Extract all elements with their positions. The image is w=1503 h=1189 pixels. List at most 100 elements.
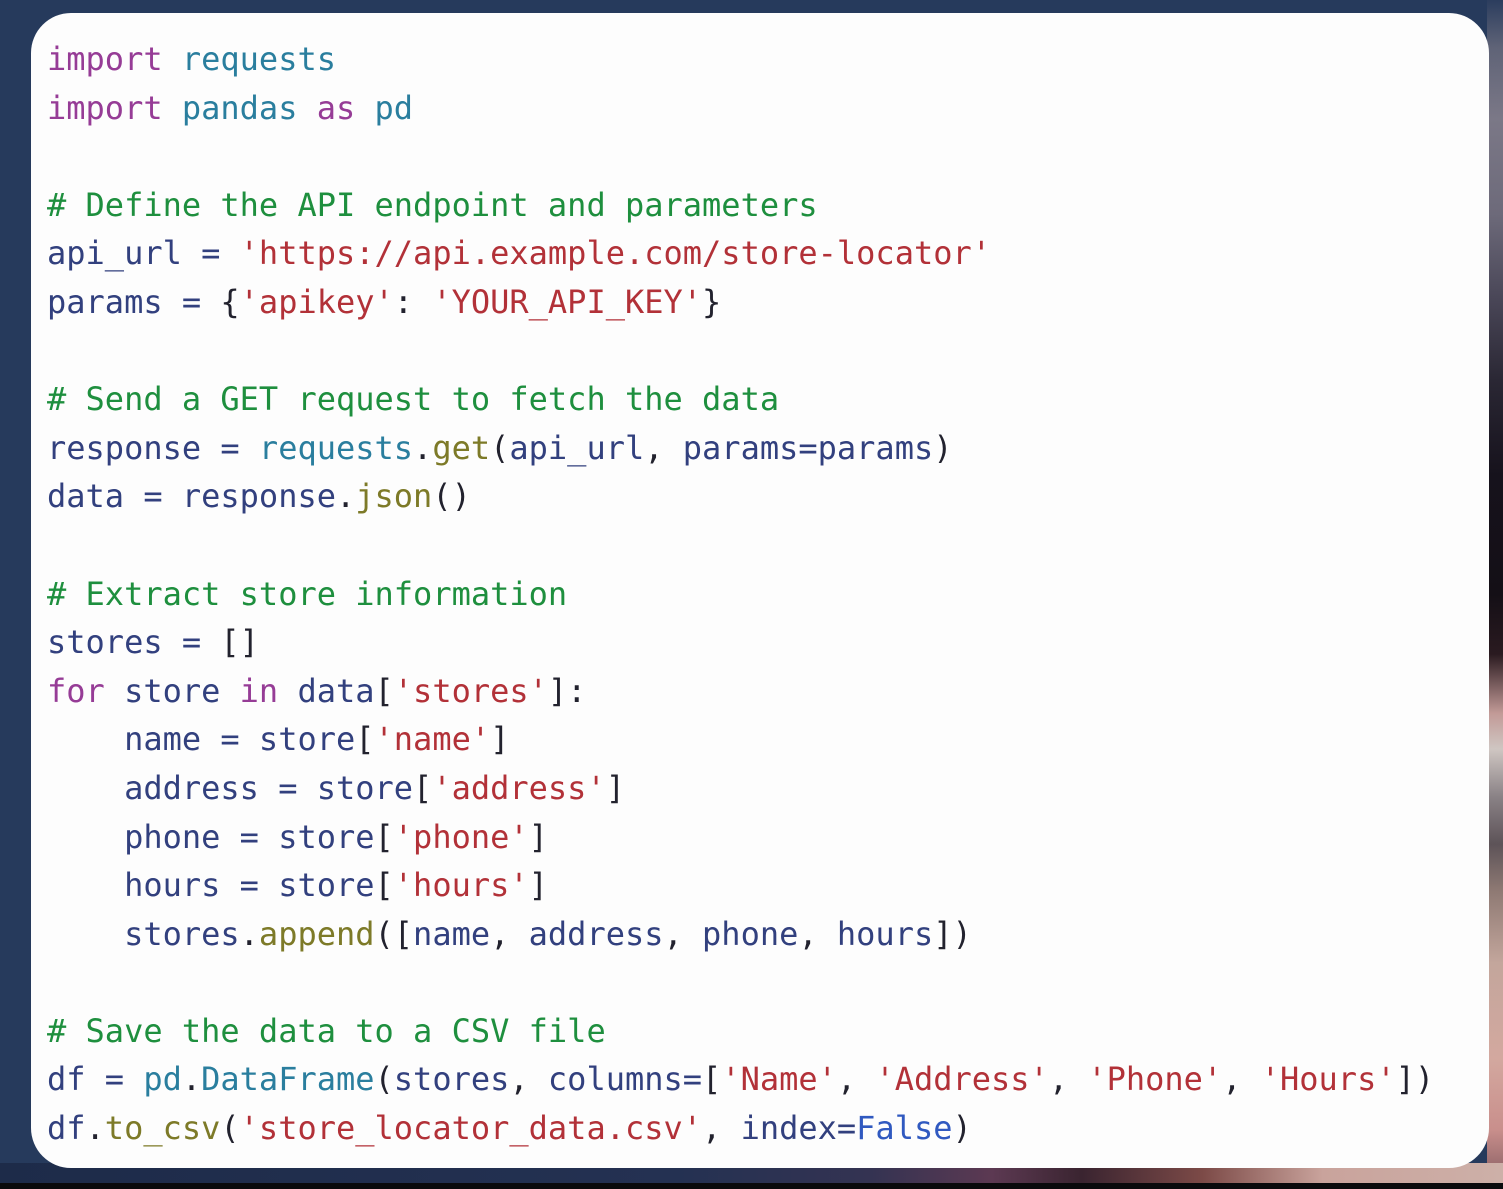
code-line: params = {'apikey': 'YOUR_API_KEY'} bbox=[47, 278, 1479, 327]
code-token-pun: , bbox=[1048, 1060, 1088, 1099]
code-token-pun: ( bbox=[374, 1060, 394, 1099]
code-token-id: hours bbox=[836, 914, 934, 953]
code-token-str: 'Phone' bbox=[1087, 1060, 1223, 1099]
code-token-id: store bbox=[258, 720, 356, 759]
code-token-id: params bbox=[47, 282, 163, 321]
code-line: # Save the data to a CSV file bbox=[47, 1007, 1479, 1056]
code-token-pun: [ bbox=[374, 817, 394, 856]
code-token-str: 'Name' bbox=[721, 1060, 837, 1099]
code-token-pun: ] bbox=[605, 768, 625, 807]
code-line: stores.append([name, address, phone, hou… bbox=[47, 910, 1479, 959]
code-token-kw: import bbox=[47, 40, 163, 78]
code-token-pun: ] bbox=[528, 866, 548, 905]
code-token-id: data bbox=[47, 477, 125, 516]
code-token-pun: , bbox=[702, 1109, 741, 1148]
code-token-plain bbox=[163, 89, 182, 127]
code-token-id: phone bbox=[702, 914, 799, 953]
code-token-str: 'https://api.example.com/store-locator' bbox=[239, 234, 992, 273]
code-token-mod: requests bbox=[181, 40, 336, 78]
code-token-op: = bbox=[798, 428, 818, 467]
code-token-plain bbox=[47, 866, 124, 904]
code-token-pun: . bbox=[413, 428, 433, 467]
code-token-str: 'Hours' bbox=[1260, 1060, 1396, 1099]
code-token-id: store bbox=[316, 768, 414, 807]
code-token-plain bbox=[278, 672, 297, 710]
code-token-pun: , bbox=[490, 914, 529, 953]
code-token-id: stores bbox=[47, 623, 163, 662]
code-token-pun: , bbox=[509, 1060, 548, 1099]
code-token-plain bbox=[47, 818, 124, 856]
code-token-mod: pd bbox=[374, 88, 414, 127]
code-token-id: columns bbox=[547, 1060, 683, 1099]
code-token-pun: () bbox=[432, 477, 471, 516]
code-token-com: # Save the data to a CSV file bbox=[47, 1011, 606, 1050]
code-token-id: store bbox=[124, 671, 221, 710]
code-token-pun: [ bbox=[702, 1060, 722, 1099]
code-token-kw: as bbox=[316, 88, 356, 127]
code-token-str: 'address' bbox=[432, 768, 606, 807]
code-token-plain bbox=[47, 769, 124, 807]
code-token-op: = bbox=[220, 866, 279, 905]
code-token-pun: ) bbox=[952, 1109, 972, 1148]
code-token-op: = bbox=[836, 1109, 857, 1148]
code-token-fn: get bbox=[432, 428, 491, 467]
code-token-mod: pandas bbox=[181, 88, 298, 127]
code-token-pun: ] bbox=[528, 817, 548, 856]
code-token-id: hours bbox=[124, 866, 221, 905]
code-token-pun: , bbox=[1222, 1060, 1261, 1099]
code-token-id: name bbox=[124, 720, 202, 759]
code-token-str: 'stores' bbox=[393, 671, 548, 710]
code-token-op: = bbox=[181, 234, 240, 273]
code-token-plain bbox=[105, 672, 124, 710]
code-line: df.to_csv('store_locator_data.csv', inde… bbox=[47, 1104, 1479, 1153]
code-token-const: False bbox=[856, 1109, 953, 1148]
code-token-id: stores bbox=[393, 1060, 510, 1099]
code-token-id: index bbox=[740, 1109, 837, 1148]
code-token-kw: for bbox=[47, 671, 105, 710]
code-token-id: address bbox=[528, 914, 664, 953]
code-token-pun: [] bbox=[220, 623, 259, 662]
code-token-com: # Extract store information bbox=[47, 574, 568, 613]
code-token-kw: in bbox=[239, 671, 279, 710]
code-token-pun: ]) bbox=[1395, 1060, 1435, 1099]
code-line: phone = store['phone'] bbox=[47, 813, 1479, 862]
code-token-pun: . bbox=[239, 914, 259, 953]
code-token-pun: , bbox=[836, 1060, 876, 1099]
code-token-pun: [ bbox=[374, 866, 394, 905]
code-token-pun: , bbox=[798, 914, 837, 953]
code-token-pun: ]: bbox=[547, 671, 587, 710]
code-line: hours = store['hours'] bbox=[47, 861, 1479, 910]
code-token-id: name bbox=[413, 914, 491, 953]
code-token-op: = bbox=[85, 1060, 144, 1099]
code-line: # Send a GET request to fetch the data bbox=[47, 375, 1479, 424]
code-token-plain bbox=[220, 672, 239, 710]
code-token-id: params bbox=[682, 428, 799, 467]
code-token-op: = bbox=[682, 1060, 703, 1099]
code-token-id: store bbox=[278, 817, 375, 856]
code-token-mod: requests bbox=[258, 428, 414, 467]
code-line: for store in data['stores']: bbox=[47, 667, 1479, 716]
code-token-id: api_url bbox=[47, 234, 182, 273]
code-line bbox=[47, 132, 1479, 181]
code-line: response = requests.get(api_url, params=… bbox=[47, 424, 1479, 473]
code-token-plain bbox=[47, 915, 124, 953]
code-token-fn: to_csv bbox=[104, 1109, 221, 1148]
code-token-op: = bbox=[220, 817, 279, 856]
code-line: data = response.json() bbox=[47, 472, 1479, 521]
code-line: import requests bbox=[47, 35, 1479, 84]
code-token-fn: append bbox=[258, 914, 375, 953]
code-token-pun: ([ bbox=[374, 914, 414, 953]
code-line bbox=[47, 958, 1479, 1007]
code-token-plain bbox=[355, 89, 374, 127]
code-token-str: 'YOUR_API_KEY' bbox=[432, 282, 703, 321]
background-photo-right-strip bbox=[1487, 0, 1503, 1189]
code-token-pun: ( bbox=[220, 1109, 240, 1148]
code-token-op: = bbox=[162, 282, 221, 321]
code-token-fn: json bbox=[355, 477, 433, 516]
background-bottom-line bbox=[0, 1183, 1503, 1189]
code-token-id: params bbox=[817, 428, 934, 467]
code-token-id: stores bbox=[124, 914, 240, 953]
code-line: import pandas as pd bbox=[47, 84, 1479, 133]
